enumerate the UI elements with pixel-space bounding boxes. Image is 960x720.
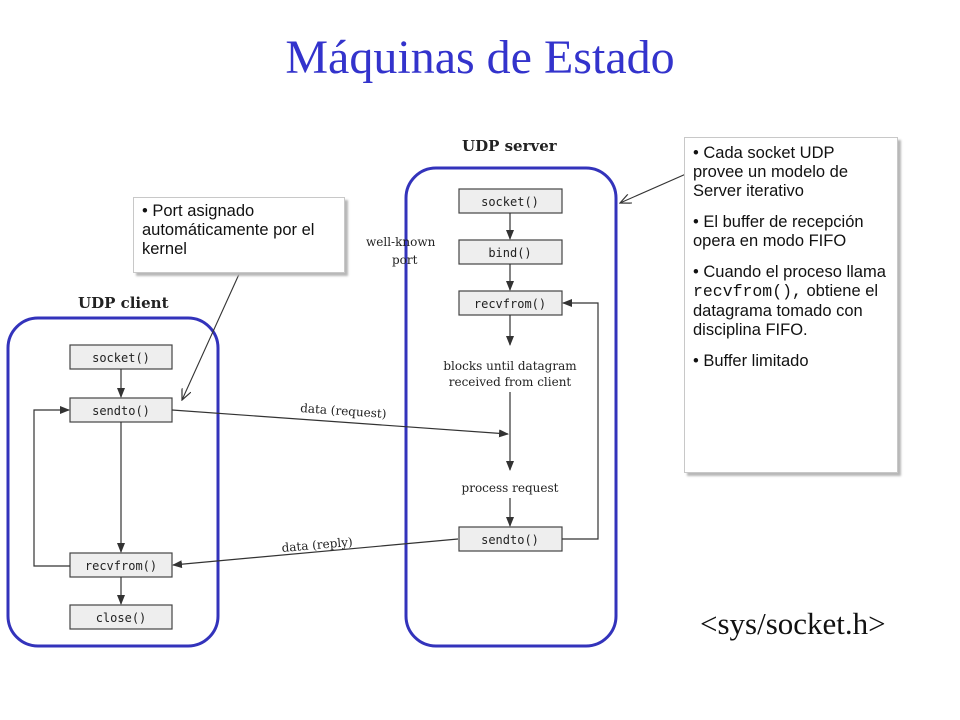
client-heading: UDP client (78, 294, 169, 312)
right-note-item-3-text-a: • Cuando el proceso llama (693, 262, 886, 281)
page-title: Máquinas de Estado (285, 31, 675, 84)
server-highlight-frame (404, 166, 618, 648)
svg-text:socket(): socket() (481, 195, 539, 209)
blocks-label-line2: received from client (449, 375, 572, 389)
client-sendto-box: sendto() (69, 397, 173, 423)
svg-text:socket(): socket() (92, 351, 150, 365)
svg-text:recvfrom(): recvfrom() (85, 559, 157, 573)
client-close-box: close() (69, 604, 173, 630)
data-request-arrow (171, 409, 509, 438)
data-reply-label: data (reply) (281, 535, 353, 555)
client-socket-box: socket() (69, 344, 173, 370)
header-file-label: <sys/socket.h> (700, 606, 886, 641)
svg-text:sendto(): sendto() (481, 533, 539, 547)
client-loop-arrow (33, 406, 70, 567)
svg-text:bind(): bind() (488, 246, 531, 260)
server-socket-box: socket() (458, 188, 563, 214)
well-known-label: well-known (366, 235, 436, 249)
right-note: • Cada socket UDP provee un modelo de Se… (684, 137, 898, 473)
server-recvfrom-box: recvfrom() (458, 290, 563, 316)
right-note-item-3: • Cuando el proceso llama recvfrom(), ob… (693, 263, 889, 340)
server-bind-box: bind() (458, 239, 563, 265)
right-note-item-3-text-b: obtiene el datagrama tomado con discipli… (693, 281, 879, 339)
data-reply-arrow (172, 538, 459, 569)
right-note-item-2: • El buffer de recepción opera en modo F… (693, 212, 864, 250)
left-note-text: • Port asignado automáticamente por el k… (142, 202, 315, 258)
left-note-pointer (182, 271, 241, 400)
client-recvfrom-box: recvfrom() (69, 552, 173, 578)
client-highlight-frame (6, 316, 220, 648)
server-loop-arrow (562, 299, 599, 540)
right-note-item-4: • Buffer limitado (693, 351, 809, 370)
server-sendto-box: sendto() (458, 526, 563, 552)
blocks-label-line1: blocks until datagram (443, 359, 577, 373)
server-heading: UDP server (462, 137, 558, 155)
right-note-pointer (620, 169, 696, 203)
left-note: • Port asignado automáticamente por el k… (133, 197, 345, 273)
svg-text:close(): close() (96, 611, 147, 625)
data-request-label: data (request) (300, 401, 387, 421)
recvfrom-code: recvfrom(), (693, 281, 802, 301)
svg-text:recvfrom(): recvfrom() (474, 297, 546, 311)
port-label: port (392, 253, 418, 267)
process-request-label: process request (462, 481, 559, 495)
right-note-item-1: • Cada socket UDP provee un modelo de Se… (693, 144, 849, 200)
svg-text:sendto(): sendto() (92, 404, 150, 418)
